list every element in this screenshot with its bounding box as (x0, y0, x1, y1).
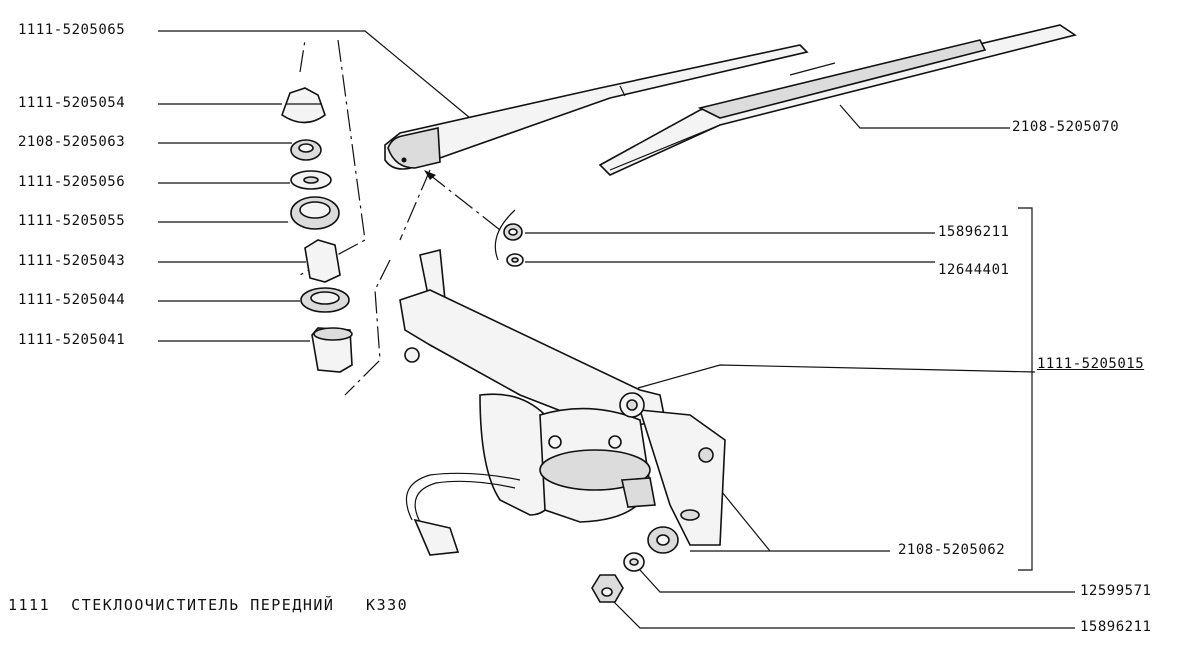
diagram-caption: 1111 СТЕКЛООЧИСТИТЕЛЬ ПЕРЕДНИЙ К330 (8, 596, 409, 614)
label-sleeve: 1111-5205041 (18, 332, 126, 348)
sleeve-part (311, 327, 353, 373)
wiper-arm (384, 44, 809, 170)
label-arm: 1111-5205065 (18, 22, 126, 38)
boot-part (281, 87, 326, 124)
small-nut-part (503, 223, 523, 241)
label-boot: 1111-5205054 (18, 95, 126, 111)
label-ring2: 1111-5205044 (18, 292, 126, 308)
ring-part (290, 196, 340, 230)
label-washer: 1111-5205056 (18, 174, 126, 190)
bottom-nut-part (591, 574, 624, 603)
label-bush: 1111-5205043 (18, 253, 126, 269)
label-bottom-washer: 12599571 (1080, 583, 1152, 599)
label-small-washer: 12644401 (938, 262, 1010, 278)
label-bottom-nut: 15896211 (1080, 619, 1152, 635)
nut-part (290, 139, 322, 161)
wiper-blade (598, 24, 1077, 176)
bottom-washer-part (623, 552, 645, 572)
label-cushion: 2108-5205062 (898, 542, 1006, 558)
leader-lines (158, 30, 1075, 629)
cushion-part (647, 526, 679, 554)
label-ring: 1111-5205055 (18, 213, 126, 229)
small-washer-part (506, 253, 524, 267)
motor-assembly (399, 248, 726, 556)
washer-part (290, 170, 332, 190)
label-small-nut: 15896211 (938, 224, 1010, 240)
label-assembly: 1111-5205015 (1037, 356, 1145, 372)
label-nut: 2108-5205063 (18, 134, 126, 150)
ring2-part (300, 287, 350, 313)
label-blade: 2108-5205070 (1012, 119, 1120, 135)
bush-part (304, 239, 341, 283)
